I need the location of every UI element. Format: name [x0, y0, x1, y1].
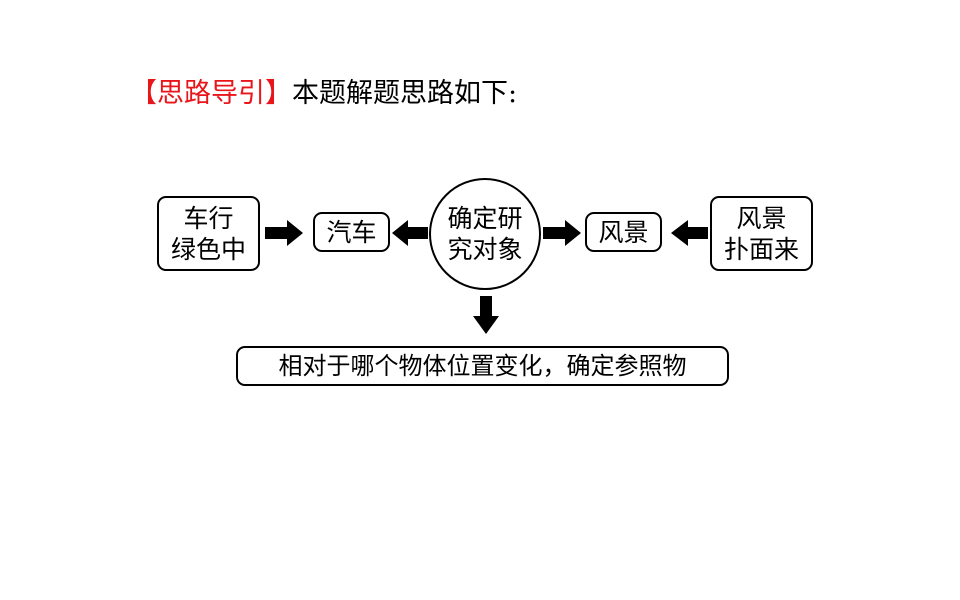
header-tag: 【思路导引】 — [130, 78, 292, 109]
arrow-center-to-scenery — [543, 220, 581, 246]
arrow-center-to-car — [392, 220, 428, 246]
circle-line2: 究对象 — [447, 235, 523, 264]
box-car-label: 汽车 — [326, 217, 377, 247]
box-scenery-rushing-line2: 扑面来 — [723, 234, 799, 264]
box-car: 汽车 — [313, 212, 390, 252]
box-reference-conclusion: 相对于哪个物体位置变化，确定参照物 — [236, 346, 729, 386]
box-scenery-rushing: 风景 扑面来 — [710, 196, 813, 271]
box-car-in-green: 车行 绿色中 — [157, 196, 260, 271]
arrow-center-to-bottom — [473, 296, 499, 334]
box-reference-conclusion-label: 相对于哪个物体位置变化，确定参照物 — [278, 351, 687, 380]
circle-research-object: 确定研 究对象 — [429, 178, 541, 290]
circle-line1: 确定研 — [447, 204, 523, 233]
box-scenery: 风景 — [585, 212, 662, 252]
header-text: 本题解题思路如下: — [292, 78, 518, 109]
box-car-in-green-line2: 绿色中 — [170, 234, 246, 264]
arrow-right-to-scenery — [671, 220, 708, 246]
box-scenery-label: 风景 — [598, 217, 649, 247]
box-scenery-rushing-line1: 风景 — [736, 203, 787, 233]
arrow-left-to-car — [265, 220, 303, 246]
box-car-in-green-line1: 车行 — [183, 203, 234, 233]
header-line: 【思路导引】本题解题思路如下: — [130, 74, 517, 114]
